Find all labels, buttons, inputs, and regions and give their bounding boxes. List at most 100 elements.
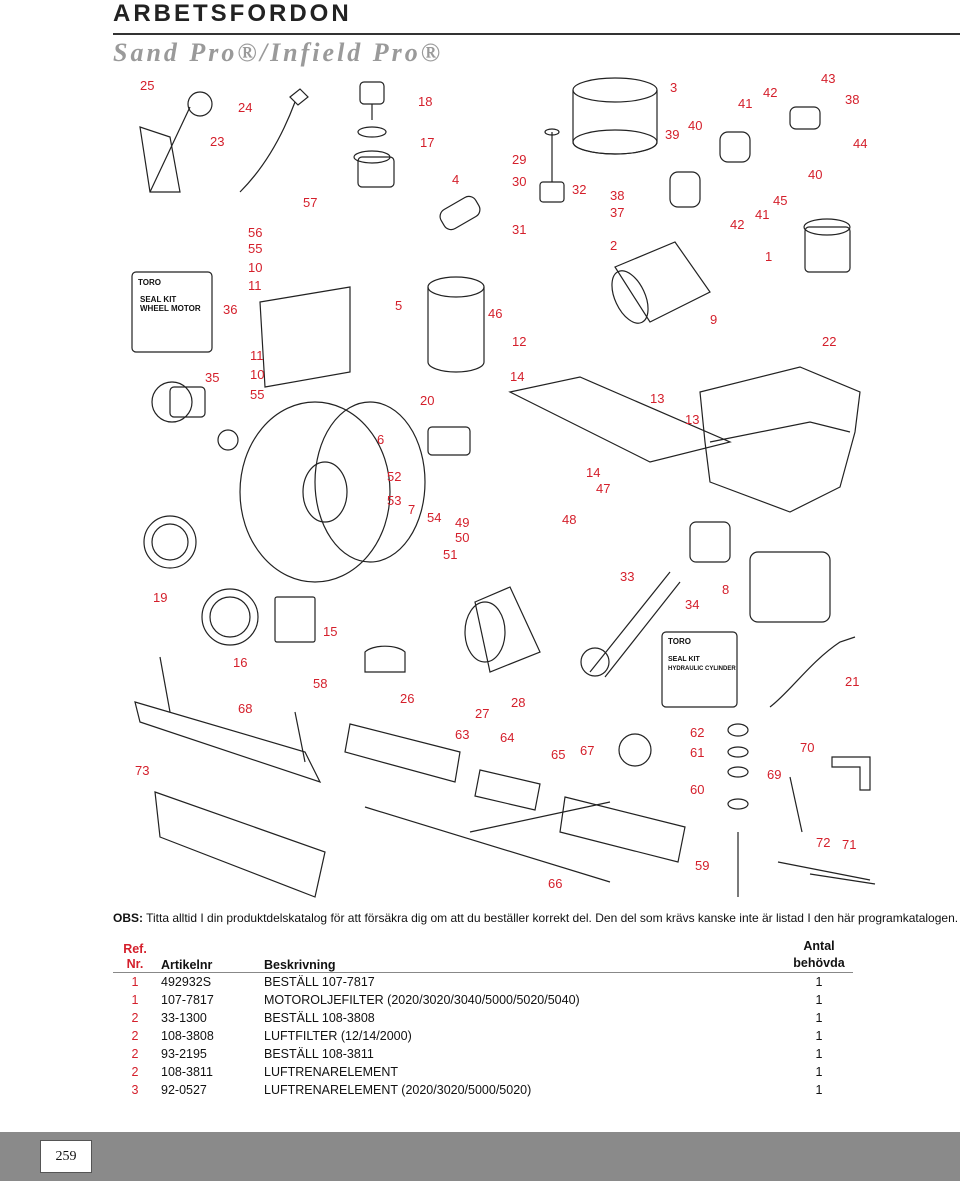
header-description: Beskrivning: [260, 938, 785, 973]
callout: 34: [685, 597, 699, 612]
callout: 49: [455, 515, 469, 530]
note-label: OBS:: [113, 911, 143, 925]
header-part-number: Artikelnr: [157, 938, 260, 973]
row-ref: 1: [131, 993, 139, 1007]
callout: 38: [610, 188, 624, 203]
row-description: LUFTFILTER (12/14/2000): [264, 1029, 412, 1043]
seal-kit-wheel-brand: TORO: [138, 278, 161, 287]
row-part-number: 93-2195: [161, 1047, 207, 1061]
seal-kit-labels: TORO SEAL KIT WHEEL MOTOR TORO SEAL KIT …: [138, 278, 736, 672]
callout: 41: [755, 207, 769, 222]
callout: 19: [153, 590, 167, 605]
seal-kit-wheel-bag: [131, 271, 213, 353]
callout: 7: [408, 502, 415, 517]
row-description: LUFTRENARELEMENT: [264, 1065, 399, 1079]
tire: [239, 401, 391, 583]
row-description: LUFTRENARELEMENT (2020/3020/5000/5020): [264, 1083, 532, 1097]
callout: 9: [710, 312, 717, 327]
page-subtitle: Sand Pro®/Infield Pro®: [113, 38, 444, 67]
row-part-number: 107-7817: [161, 993, 214, 1007]
row-quantity: 1: [815, 1065, 823, 1079]
callout: 63: [455, 727, 469, 742]
callout: 56: [248, 225, 262, 240]
row-quantity: 1: [815, 993, 823, 1007]
callout: 53: [387, 493, 401, 508]
callout: 27: [475, 706, 489, 721]
callout: 1: [765, 249, 772, 264]
row-part-number: 108-3811: [161, 1065, 213, 1079]
oil-filter: [804, 226, 851, 273]
page-number: 259: [40, 1140, 92, 1173]
hydraulic-cylinder: [589, 571, 671, 673]
callout: 40: [808, 167, 822, 182]
note-paragraph: OBS: Titta alltid I din produktdelskatal…: [113, 911, 958, 925]
callout: 68: [238, 701, 252, 716]
table-row: 2 108-3811 LUFTRENARELEMENT 1: [113, 1063, 853, 1081]
mount-plate: [719, 131, 751, 163]
row-description: MOTOROLJEFILTER (2020/3020/3040/5000/502…: [264, 993, 580, 1007]
callout: 44: [853, 136, 867, 151]
callout: 57: [303, 195, 317, 210]
star-wheel: [618, 733, 652, 767]
callout: 58: [313, 676, 327, 691]
callout: 50: [455, 530, 469, 545]
callout: 2: [610, 238, 617, 253]
callout: 71: [842, 837, 856, 852]
callout: 72: [816, 835, 830, 850]
callout: 35: [205, 370, 219, 385]
row-ref: 2: [131, 1065, 139, 1079]
row-part-number: 108-3808: [161, 1029, 214, 1043]
throttle-cable: [239, 101, 296, 193]
callout: 17: [420, 135, 434, 150]
diagram-line-art: [131, 77, 876, 898]
seal-kit-hydraulic-line2: HYDRAULIC CYLINDER: [668, 666, 736, 672]
callout: 41: [738, 96, 752, 111]
callout: 10: [248, 260, 262, 275]
callout: 64: [500, 730, 514, 745]
callout: 55: [248, 241, 262, 256]
bracket-70: [831, 756, 871, 791]
callout: 26: [400, 691, 414, 706]
row-quantity: 1: [815, 975, 823, 989]
callout: 69: [767, 767, 781, 782]
callout: 70: [800, 740, 814, 755]
ignition-key: [359, 81, 385, 105]
exploded-parts-diagram: TORO SEAL KIT WHEEL MOTOR TORO SEAL KIT …: [131, 71, 876, 898]
rake-bar: [134, 701, 322, 784]
table-row: 3 92-0527 LUFTRENARELEMENT (2020/3020/50…: [113, 1081, 853, 1099]
callout: 20: [420, 393, 434, 408]
row-part-number: 33-1300: [161, 1011, 207, 1025]
callout: 5: [395, 298, 402, 313]
callout-labels: 25 24 18 3 41 42 43 38 23 17 39 40 44 29…: [135, 71, 867, 891]
page-title: ARBETSFORDON: [113, 0, 352, 27]
gauge: [201, 588, 259, 646]
callout: 65: [551, 747, 565, 762]
callout: 47: [596, 481, 610, 496]
callout: 24: [238, 100, 252, 115]
callout: 52: [387, 469, 401, 484]
callout: 38: [845, 92, 859, 107]
rake-blade: [154, 791, 326, 898]
callout: 61: [690, 745, 704, 760]
table-row: 2 33-1300 BESTÄLL 108-3808 1: [113, 1009, 853, 1027]
pin-71: [777, 861, 871, 881]
row-quantity: 1: [815, 1047, 823, 1061]
row-ref: 1: [131, 975, 139, 989]
rod-69: [789, 776, 803, 833]
fuel-filter-canister: [427, 287, 485, 373]
lever-bracket: [139, 126, 181, 193]
callout: 67: [580, 743, 594, 758]
seat: [699, 366, 861, 513]
callout: 32: [572, 182, 586, 197]
starter-motor: [614, 241, 711, 323]
row-ref: 2: [131, 1011, 139, 1025]
callout: 73: [135, 763, 149, 778]
callout: 21: [845, 674, 859, 689]
callout: 66: [548, 876, 562, 891]
callout: 10: [250, 367, 264, 382]
callout: 12: [512, 334, 526, 349]
wire-harness: [769, 636, 856, 708]
seal-kit-hydraulic-line1: SEAL KIT: [668, 656, 700, 663]
callout: 16: [233, 655, 247, 670]
